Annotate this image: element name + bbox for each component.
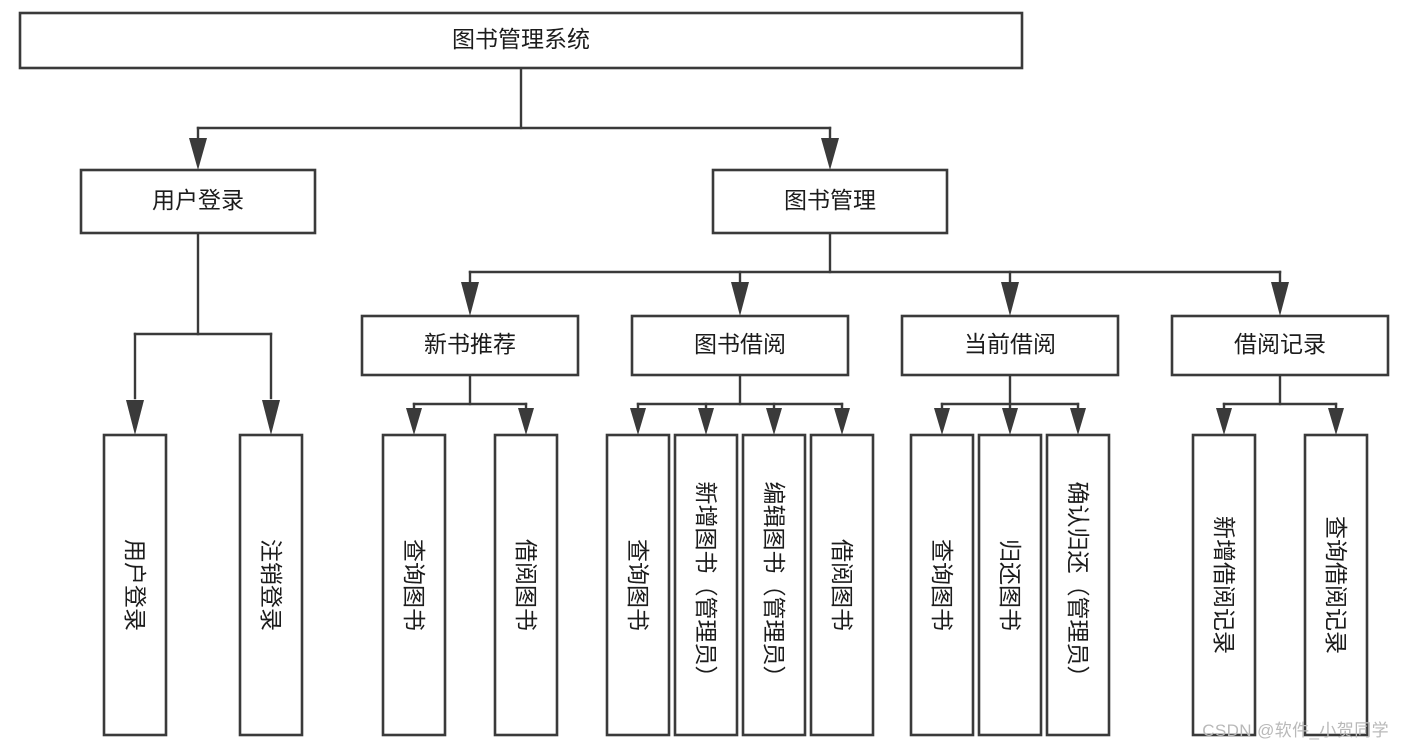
node-leaf-borrow-book-1-label: 借阅图书: [513, 539, 539, 631]
node-leaf-confirm-return-label: 确认归还（管理员）: [1065, 482, 1091, 689]
node-leaf-query-record-box[interactable]: [1303, 433, 1369, 737]
node-leaf-return-book-box[interactable]: [977, 433, 1043, 737]
node-leaf-query-record[interactable]: 查询借阅记录: [1303, 433, 1369, 737]
arrowhead-leaf-query-book-1: [406, 408, 422, 435]
node-leaf-user-login[interactable]: 用户登录: [102, 433, 168, 737]
arrowhead-book-borrow: [731, 282, 749, 316]
node-book-manage-label: 图书管理: [784, 187, 876, 213]
arrowhead-leaf-confirm-return: [1070, 408, 1086, 435]
node-leaf-query-book-1-label: 查询图书: [401, 539, 427, 631]
node-user-login[interactable]: 用户登录: [79, 168, 317, 235]
node-root[interactable]: 图书管理系统: [18, 11, 1024, 70]
node-book-manage-box[interactable]: [711, 168, 949, 235]
node-leaf-query-book-3-label: 查询图书: [929, 539, 955, 631]
node-root-label: 图书管理系统: [452, 26, 590, 52]
node-leaf-query-book-1-box[interactable]: [381, 433, 447, 737]
arrowhead-leaf-borrow-book-2: [834, 408, 850, 435]
node-leaf-query-book-2-box[interactable]: [605, 433, 671, 737]
node-leaf-return-book[interactable]: 归还图书: [977, 433, 1043, 737]
arrowhead-borrow-record: [1271, 282, 1289, 316]
node-leaf-borrow-book-2-box[interactable]: [809, 433, 875, 737]
node-leaf-borrow-book-2-label: 借阅图书: [829, 539, 855, 631]
node-leaf-query-book-3[interactable]: 查询图书: [909, 433, 975, 737]
node-leaf-logout-login-box[interactable]: [238, 433, 304, 737]
arrowhead-leaf-query-record: [1328, 408, 1344, 435]
arrowhead-new-book-recommend: [461, 282, 479, 316]
node-current-borrow-box[interactable]: [900, 314, 1120, 377]
node-leaf-confirm-return[interactable]: 确认归还（管理员）: [1045, 433, 1111, 737]
node-leaf-user-login-label: 用户登录: [122, 539, 148, 631]
arrowhead-leaf-add-record: [1216, 408, 1232, 435]
node-leaf-logout-login[interactable]: 注销登录: [238, 433, 304, 737]
arrowhead-leaf-return-book: [1002, 408, 1018, 435]
node-book-borrow-label: 图书借阅: [694, 331, 786, 357]
node-borrow-record-label: 借阅记录: [1234, 331, 1326, 357]
arrowhead-leaf-borrow-book-1: [518, 408, 534, 435]
csdn-watermark: CSDN @软件_小贺同学: [1202, 721, 1389, 740]
arrowhead-leaf-user-login: [126, 400, 144, 435]
arrowhead-leaf-add-book: [698, 408, 714, 435]
node-new-book-recommend-label: 新书推荐: [424, 331, 516, 357]
node-book-borrow[interactable]: 图书借阅: [630, 314, 850, 377]
node-leaf-add-book-label: 新增图书（管理员）: [693, 482, 719, 689]
node-leaf-borrow-book-2[interactable]: 借阅图书: [809, 433, 875, 737]
node-leaf-add-book[interactable]: 新增图书（管理员）: [673, 433, 739, 737]
arrowhead-user-login: [189, 138, 207, 170]
node-leaf-add-record[interactable]: 新增借阅记录: [1191, 433, 1257, 737]
node-leaf-edit-book[interactable]: 编辑图书（管理员）: [741, 433, 807, 737]
node-new-book-recommend-box[interactable]: [360, 314, 580, 377]
arrowhead-leaf-query-book-3: [934, 408, 950, 435]
node-current-borrow-label: 当前借阅: [964, 331, 1056, 357]
node-user-login-box[interactable]: [79, 168, 317, 235]
node-leaf-query-record-label: 查询借阅记录: [1323, 516, 1349, 654]
node-root-box[interactable]: [18, 11, 1024, 70]
node-new-book-recommend[interactable]: 新书推荐: [360, 314, 580, 377]
node-leaf-logout-login-label: 注销登录: [258, 539, 284, 631]
node-leaf-edit-book-label: 编辑图书（管理员）: [761, 482, 787, 689]
node-leaf-add-record-box[interactable]: [1191, 433, 1257, 737]
node-user-login-label: 用户登录: [152, 187, 244, 213]
node-leaf-user-login-box[interactable]: [102, 433, 168, 737]
node-leaf-query-book-2[interactable]: 查询图书: [605, 433, 671, 737]
node-borrow-record[interactable]: 借阅记录: [1170, 314, 1390, 377]
arrowhead-current-borrow: [1001, 282, 1019, 316]
node-leaf-borrow-book-1-box[interactable]: [493, 433, 559, 737]
node-leaf-query-book-3-box[interactable]: [909, 433, 975, 737]
node-leaf-add-record-label: 新增借阅记录: [1211, 516, 1237, 654]
node-borrow-record-box[interactable]: [1170, 314, 1390, 377]
node-book-manage[interactable]: 图书管理: [711, 168, 949, 235]
arrowhead-leaf-edit-book: [766, 408, 782, 435]
node-leaf-query-book-1[interactable]: 查询图书: [381, 433, 447, 737]
arrowhead-book-manage: [821, 138, 839, 170]
node-leaf-confirm-return-box[interactable]: [1045, 433, 1111, 737]
node-current-borrow[interactable]: 当前借阅: [900, 314, 1120, 377]
node-leaf-add-book-box[interactable]: [673, 433, 739, 737]
node-leaf-edit-book-box[interactable]: [741, 433, 807, 737]
node-book-borrow-box[interactable]: [630, 314, 850, 377]
node-leaf-query-book-2-label: 查询图书: [625, 539, 651, 631]
arrowhead-leaf-logout-login: [262, 400, 280, 435]
node-leaf-return-book-label: 归还图书: [997, 539, 1023, 631]
node-leaf-borrow-book-1[interactable]: 借阅图书: [493, 433, 559, 737]
arrowhead-leaf-query-book-2: [630, 408, 646, 435]
connectors-layer: [126, 66, 1344, 435]
